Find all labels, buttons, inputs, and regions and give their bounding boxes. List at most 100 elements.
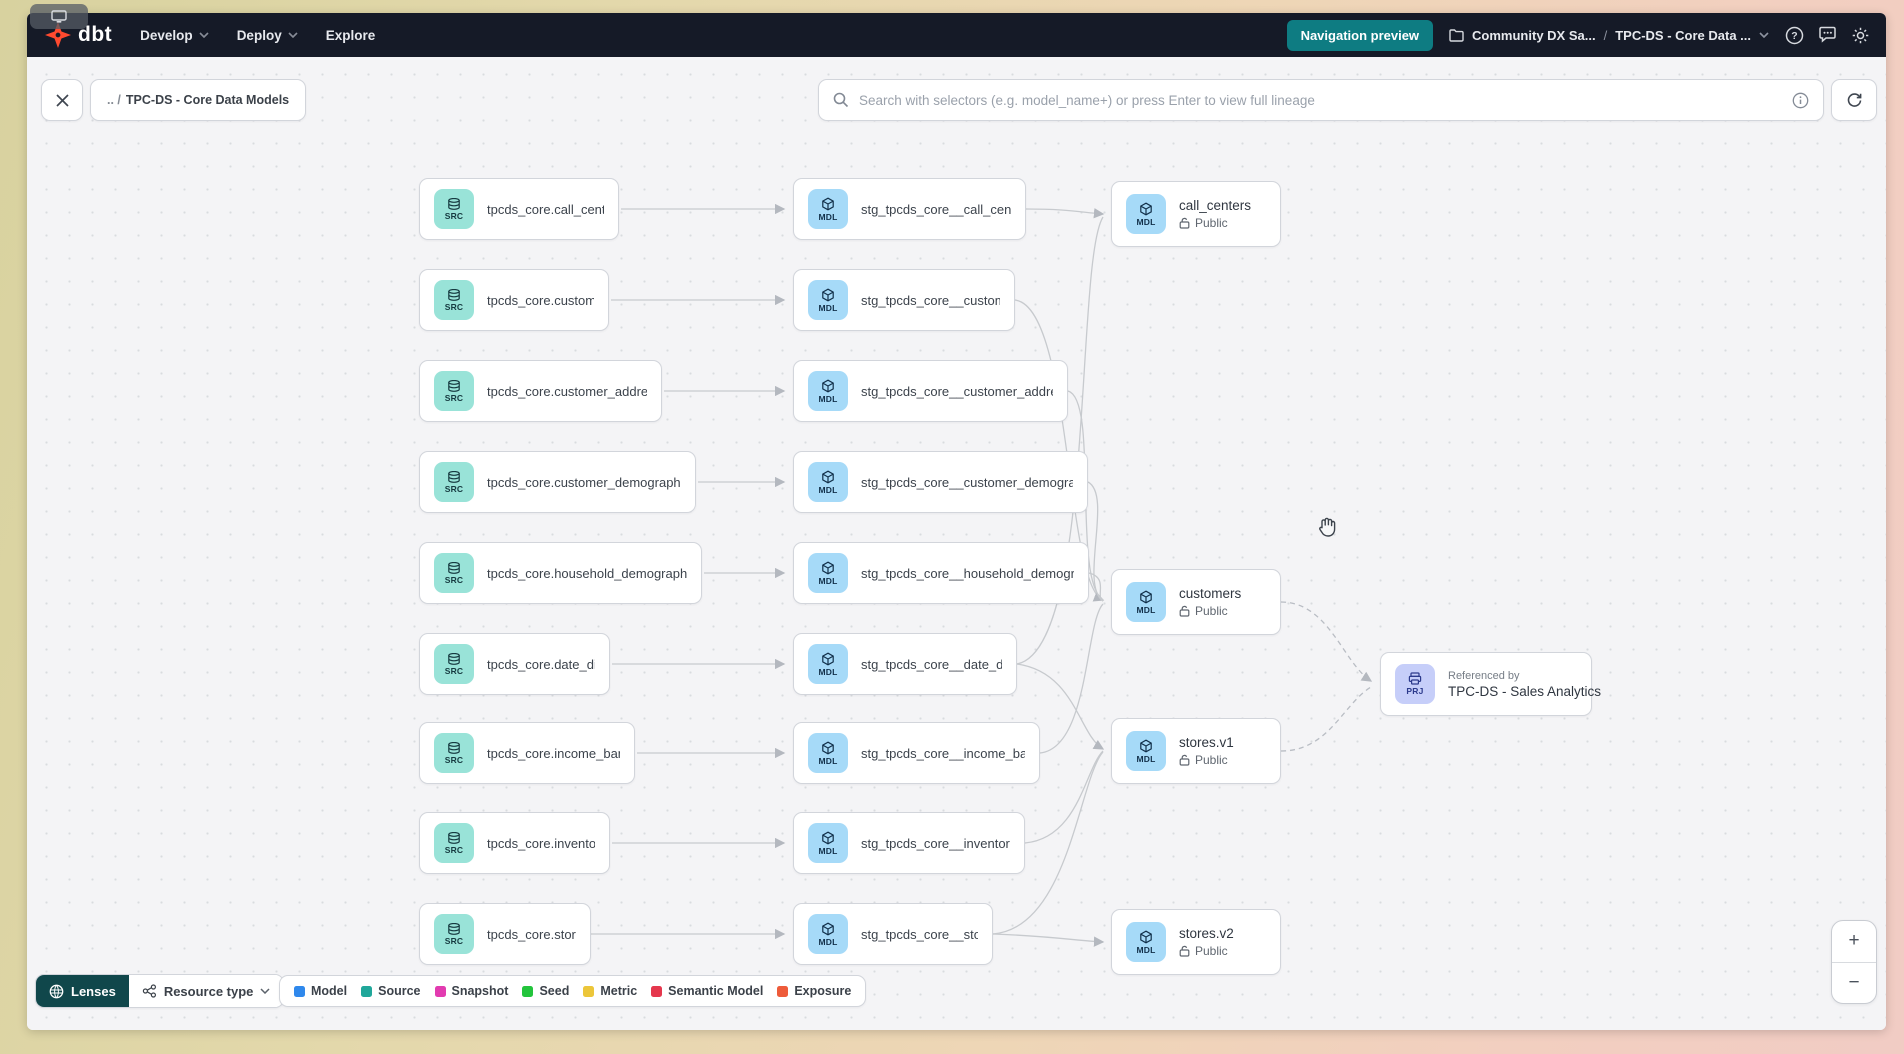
access-label: Public [1195,604,1228,618]
model-icon: MDL [1126,922,1166,962]
semantic-model-swatch [651,985,663,997]
search-icon [833,92,849,108]
source-node-inventory[interactable]: SRC tpcds_core.inventory [419,812,610,874]
project-breadcrumb[interactable]: Community DX Sa... / TPC-DS - Core Data … [1449,28,1769,43]
chevron-down-icon [260,988,270,994]
model-icon: MDL [808,280,848,320]
legend-item-semantic-model: Semantic Model [651,984,763,998]
lock-open-icon [1179,945,1190,957]
legend-item-snapshot: Snapshot [434,984,508,998]
lenses-control-group: Lenses Resource type [35,974,285,1008]
help-icon[interactable]: ? [1785,26,1804,45]
breadcrumb-current: TPC-DS - Core Data Models [125,93,290,107]
info-icon[interactable] [1792,92,1809,109]
refresh-lineage-button[interactable] [1831,79,1877,121]
metric-swatch [583,985,595,997]
zoom-in-button[interactable]: + [1832,921,1876,963]
model-node-stg-customer-demographics[interactable]: MDL stg_tpcds_core__customer_demogra... [793,451,1088,513]
model-node-stg-call-center[interactable]: MDL stg_tpcds_core__call_center [793,178,1026,240]
source-icon: SRC [434,914,474,954]
model-node-stg-customer-address[interactable]: MDL stg_tpcds_core__customer_address [793,360,1068,422]
referenced-by-label: Referenced by [1448,669,1520,682]
zoom-controls: + − [1831,920,1877,1004]
access-label: Public [1195,944,1228,958]
svg-text:?: ? [1791,30,1797,42]
model-icon: MDL [808,914,848,954]
screenshare-indicator [30,4,88,29]
seed-swatch [522,985,534,997]
lock-open-icon [1179,605,1190,617]
search-input[interactable] [859,92,1782,108]
model-icon: MDL [1126,731,1166,771]
model-node-stores-v1[interactable]: MDL stores.v1 Public [1111,718,1281,784]
legend-item-model: Model [294,984,347,998]
menu-develop[interactable]: Develop [140,28,209,43]
zoom-out-button[interactable]: − [1848,971,1860,993]
source-node-customer-address[interactable]: SRC tpcds_core.customer_address [419,360,662,422]
source-node-income-band[interactable]: SRC tpcds_core.income_band [419,722,635,784]
model-node-stg-date-dim[interactable]: MDL stg_tpcds_core__date_dim [793,633,1017,695]
source-node-store[interactable]: SRC tpcds_core.store [419,903,591,965]
folder-icon [1449,28,1464,42]
lineage-search[interactable] [818,79,1824,121]
close-lineage-button[interactable] [41,79,83,121]
source-icon: SRC [434,644,474,684]
dbt-logo-icon [45,22,71,48]
dbt-logo[interactable]: dbt [45,22,112,48]
chevron-down-icon [288,32,298,38]
model-node-stg-income-band[interactable]: MDL stg_tpcds_core__income_band [793,722,1040,784]
legend-item-source: Source [361,984,421,998]
model-node-stg-household-demographics[interactable]: MDL stg_tpcds_core__household_demogr... [793,542,1089,604]
monitor-icon [51,10,67,23]
source-node-call-center[interactable]: SRC tpcds_core.call_center [419,178,619,240]
source-icon: SRC [434,823,474,863]
access-label: Public [1195,216,1228,230]
model-node-stores-v2[interactable]: MDL stores.v2 Public [1111,909,1281,975]
source-icon: SRC [434,733,474,773]
source-node-date-dim[interactable]: SRC tpcds_core.date_dim [419,633,610,695]
chevron-down-icon [199,32,209,38]
menu-explore[interactable]: Explore [325,27,376,43]
resource-type-dropdown[interactable]: Resource type [128,975,284,1007]
model-node-customers[interactable]: MDL customers Public [1111,569,1281,635]
source-icon: SRC [434,462,474,502]
menu-deploy[interactable]: Deploy [237,28,298,43]
model-node-stg-store[interactable]: MDL stg_tpcds_core__store [793,903,993,965]
model-swatch [294,985,305,997]
lock-open-icon [1179,754,1190,766]
model-node-stg-inventory[interactable]: MDL stg_tpcds_core__inventory [793,812,1025,874]
chevron-down-icon[interactable] [1759,32,1769,38]
source-node-customer[interactable]: SRC tpcds_core.customer [419,269,609,331]
feedback-icon[interactable] [1818,26,1837,44]
snapshot-swatch [434,985,446,997]
breadcrumb-page[interactable]: TPC-DS - Core Data ... [1615,27,1751,43]
breadcrumb-prefix: .. / [107,93,121,107]
model-icon: MDL [808,189,848,229]
lineage-breadcrumb[interactable]: .. / TPC-DS - Core Data Models [90,79,307,121]
legend-item-metric: Metric [583,984,637,998]
top-navigation-bar: dbt Develop Deploy Explore Navigation pr… [27,13,1886,57]
model-icon: MDL [1126,194,1166,234]
close-icon [55,93,69,107]
source-node-household-demographics[interactable]: SRC tpcds_core.household_demographics [419,542,702,604]
brand-name: dbt [78,23,113,46]
model-icon: MDL [1126,582,1166,622]
navigation-preview-button[interactable]: Navigation preview [1286,19,1434,51]
source-icon: SRC [434,371,474,411]
referenced-by-project-node[interactable]: PRJ Referenced by TPC-DS - Sales Analyti… [1380,652,1601,716]
model-node-call-centers[interactable]: MDL call_centers Public [1111,181,1281,247]
grab-hand-cursor [1316,514,1338,543]
breadcrumb-project[interactable]: Community DX Sa... [1472,27,1596,43]
settings-gear-icon[interactable] [1851,26,1870,45]
lenses-button[interactable]: Lenses [36,975,129,1007]
model-node-stg-customer[interactable]: MDL stg_tpcds_core__customer [793,269,1015,331]
source-node-customer-demographics[interactable]: SRC tpcds_core.customer_demographics [419,451,696,513]
source-icon: SRC [434,280,474,320]
exposure-swatch [777,985,789,997]
resource-type-icon [142,984,156,998]
lineage-canvas[interactable]: .. / TPC-DS - Core Data Models SRC tpcds… [27,57,1886,1030]
lock-open-icon [1179,217,1190,229]
model-icon: MDL [808,644,848,684]
model-icon: MDL [808,462,848,502]
resource-type-legend: Model Source Snapshot Seed Metric Semant… [279,975,867,1007]
